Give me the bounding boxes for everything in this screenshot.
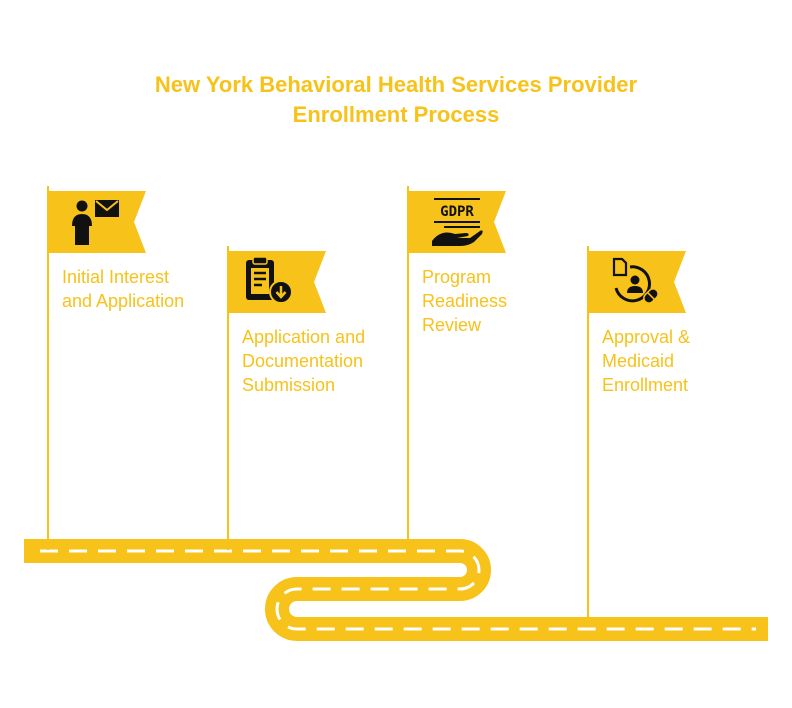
document-user-pill-icon [612,257,659,304]
step-2-label: Application and Documentation Submission [242,327,366,395]
clipboard-download-icon [246,256,293,304]
step-3-label: Program Readiness Review [422,267,508,335]
step-4-flag [588,251,686,313]
step-3-pole [407,186,409,550]
step-1-flag [48,191,146,253]
step-2-flag [228,251,326,313]
person-mail-icon [72,200,119,245]
gdpr-hand-icon: GDPR [432,198,483,246]
step-1-label: Initial Interest and Application [62,267,185,311]
title-line-1: New York Behavioral Health Services Prov… [154,72,638,97]
step-4-pole [587,246,589,626]
svg-text:GDPR: GDPR [440,204,474,220]
title-line-2: Enrollment Process [292,102,500,127]
step-4-label: Approval & Medicaid Enrollment [602,327,691,395]
step-3-flag: GDPR [408,191,506,253]
page-title: New York Behavioral Health Services Prov… [0,70,792,130]
step-1-pole [47,186,49,550]
step-2-pole [227,246,229,550]
